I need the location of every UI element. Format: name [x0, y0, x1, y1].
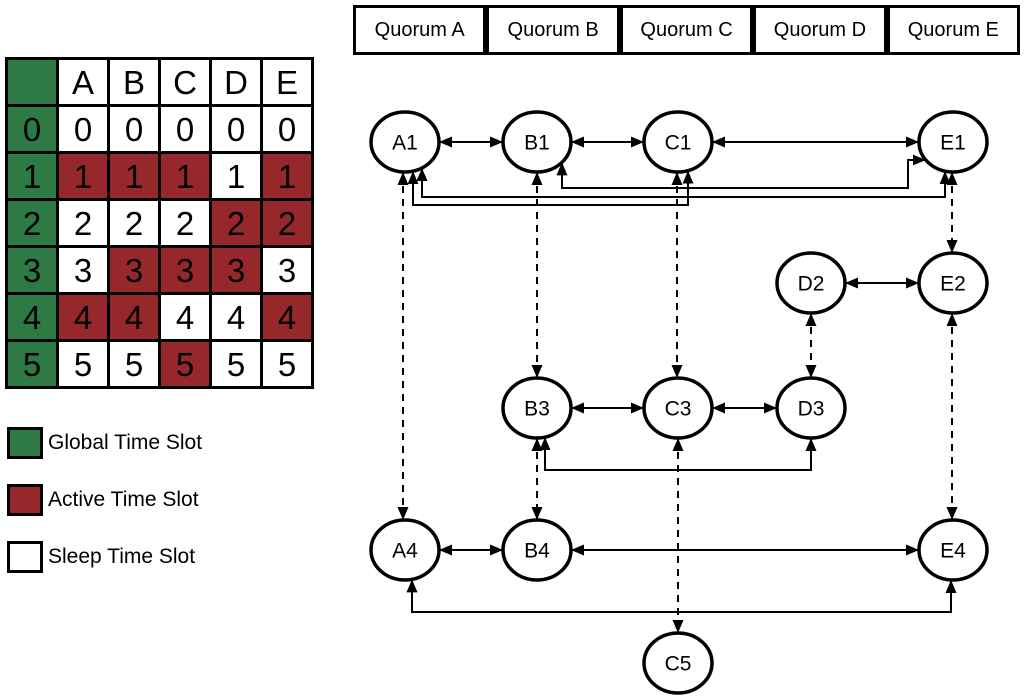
- legend-item-sleep: Sleep Time Slot: [7, 540, 202, 574]
- cell-A2-sleep: 2: [56, 198, 110, 248]
- cell-E1-active: 1: [260, 151, 314, 201]
- node-E1: [917, 110, 989, 174]
- node-label-A1: A1: [392, 131, 418, 154]
- legend-item-global: Global Time Slot: [7, 426, 202, 460]
- table-col-header-A: A: [56, 57, 110, 107]
- node-label-C3: C3: [665, 397, 692, 420]
- quorum-header-B: Quorum B: [486, 5, 620, 55]
- quorum-header-D: Quorum D: [753, 5, 887, 55]
- slot-label-2: 2: [5, 198, 59, 248]
- cell-C0-sleep: 0: [158, 104, 212, 154]
- node-label-B1: B1: [524, 131, 550, 154]
- cell-D2-active: 2: [209, 198, 263, 248]
- cell-A3-sleep: 3: [56, 245, 110, 295]
- node-B1: [501, 110, 573, 174]
- legend-swatch-sleep: [7, 541, 43, 573]
- edge-A1-E1: [416, 167, 951, 198]
- node-label-E4: E4: [940, 539, 966, 562]
- cell-D4-sleep: 4: [209, 292, 263, 342]
- cell-C1-active: 1: [158, 151, 212, 201]
- legend-label-global: Global Time Slot: [48, 431, 203, 454]
- cell-D0-sleep: 0: [209, 104, 263, 154]
- node-E4: [917, 518, 989, 582]
- cell-B3-active: 3: [107, 245, 161, 295]
- cell-A1-active: 1: [56, 151, 110, 201]
- cell-C4-sleep: 4: [158, 292, 212, 342]
- cell-E0-sleep: 0: [260, 104, 314, 154]
- cell-A0-sleep: 0: [56, 104, 110, 154]
- cell-D1-sleep: 1: [209, 151, 263, 201]
- node-A4: [369, 518, 441, 582]
- table-col-header-E: E: [260, 57, 314, 107]
- node-C5: [642, 631, 714, 695]
- cell-C3-active: 3: [158, 245, 212, 295]
- node-label-D2: D2: [798, 272, 825, 295]
- legend-swatch-active: [7, 484, 43, 516]
- node-B3: [501, 376, 573, 440]
- cell-D5-sleep: 5: [209, 339, 263, 389]
- node-label-B4: B4: [524, 539, 550, 562]
- cell-E5-sleep: 5: [260, 339, 314, 389]
- edge-A4-E4: [406, 579, 957, 613]
- node-label-D3: D3: [798, 397, 825, 420]
- node-E2: [917, 251, 989, 315]
- node-C1: [642, 110, 714, 174]
- legend-swatch-global: [7, 427, 43, 459]
- cell-A4-active: 4: [56, 292, 110, 342]
- cell-E3-sleep: 3: [260, 245, 314, 295]
- cell-E4-active: 4: [260, 292, 314, 342]
- quorum-header-A: Quorum A: [353, 5, 487, 55]
- cell-C5-active: 5: [158, 339, 212, 389]
- cell-D3-active: 3: [209, 245, 263, 295]
- quorum-header-C: Quorum C: [619, 5, 754, 55]
- cell-B1-active: 1: [107, 151, 161, 201]
- node-B4: [501, 518, 573, 582]
- slot-label-1: 1: [5, 151, 59, 201]
- node-label-E2: E2: [940, 272, 966, 295]
- table-col-header-B: B: [107, 57, 161, 107]
- node-D2: [775, 251, 847, 315]
- legend-item-active: Active Time Slot: [7, 483, 202, 517]
- cell-A5-sleep: 5: [56, 339, 110, 389]
- edge-B1-E1: [556, 154, 926, 189]
- node-C3: [642, 376, 714, 440]
- cell-B5-sleep: 5: [107, 339, 161, 389]
- table-col-header-C: C: [158, 57, 212, 107]
- node-label-E1: E1: [940, 131, 966, 154]
- cell-B4-active: 4: [107, 292, 161, 342]
- node-label-A4: A4: [392, 539, 418, 562]
- slot-label-4: 4: [5, 292, 59, 342]
- slot-label-0: 0: [5, 104, 59, 154]
- slot-label-3: 3: [5, 245, 59, 295]
- node-label-B3: B3: [524, 397, 550, 420]
- table-col-header-D: D: [209, 57, 263, 107]
- table-corner-cell: [5, 57, 59, 107]
- cell-B2-sleep: 2: [107, 198, 161, 248]
- cell-B0-sleep: 0: [107, 104, 161, 154]
- legend-label-sleep: Sleep Time Slot: [48, 545, 196, 568]
- cell-C2-sleep: 2: [158, 198, 212, 248]
- node-label-C5: C5: [665, 652, 692, 675]
- node-label-C1: C1: [665, 131, 692, 154]
- node-D3: [775, 376, 847, 440]
- slot-label-5: 5: [5, 339, 59, 389]
- quorum-header-E: Quorum E: [886, 5, 1021, 55]
- cell-E2-active: 2: [260, 198, 314, 248]
- legend-label-active: Active Time Slot: [48, 488, 199, 511]
- node-A1: [369, 110, 441, 174]
